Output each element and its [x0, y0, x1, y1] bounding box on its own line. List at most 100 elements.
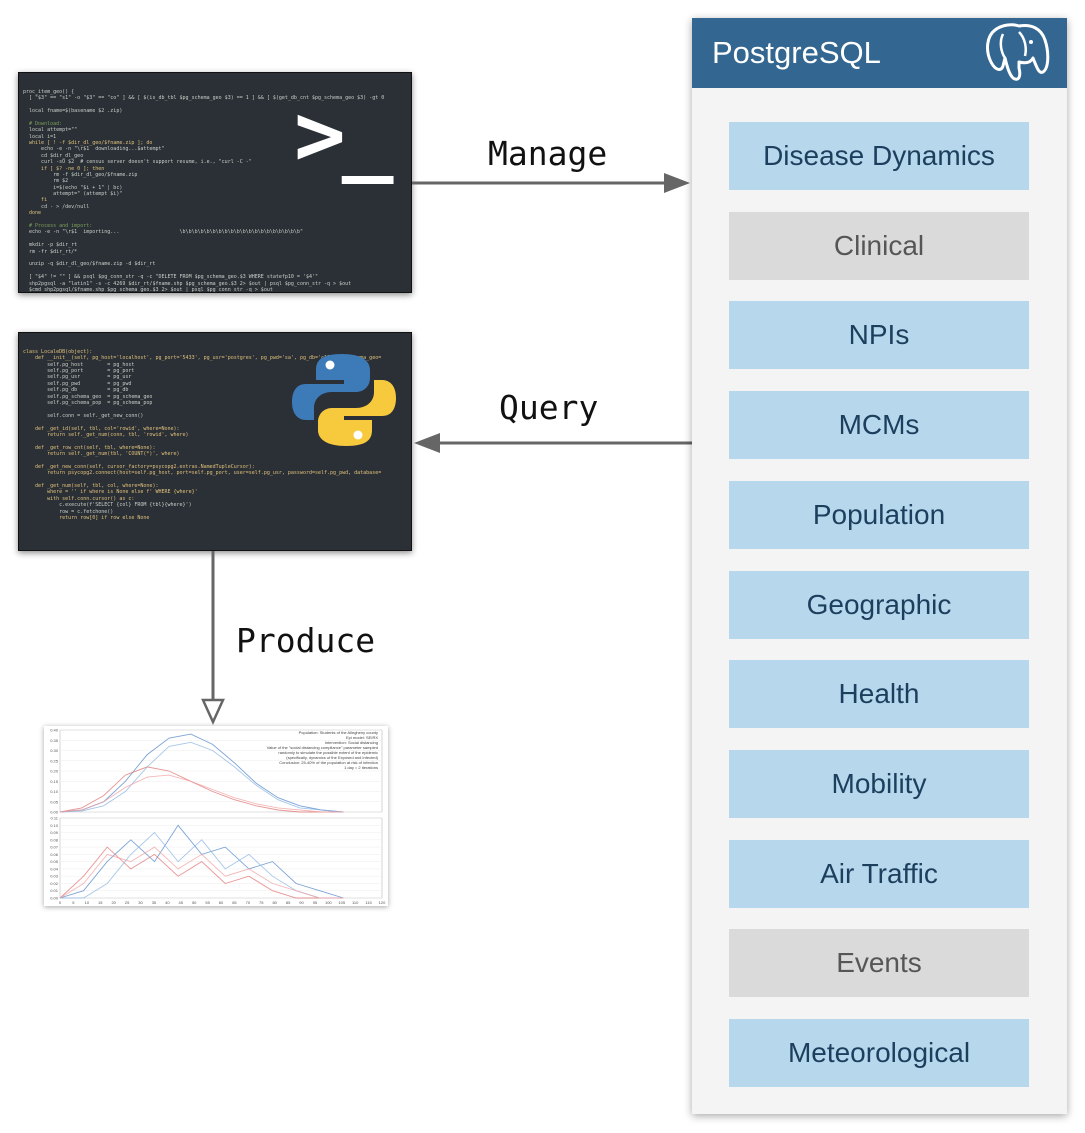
bash-code-line: [ "$3" == "s1" -o "$3" == "co" ] && [ $(… — [23, 95, 385, 102]
top_panel-y-tick: 0.30 — [50, 748, 59, 753]
bash-code-line: attempt=" (attempt $i)" — [23, 191, 123, 198]
python-logo-icon — [292, 354, 396, 446]
table-geographic: Geographic — [729, 570, 1029, 639]
python-code-line: class LocaleDB(object): — [23, 348, 93, 355]
bash-code-line: while [ ! -f $dir_dl_geo/$fname.zip ]; d… — [23, 139, 153, 146]
top_panel-series-line — [59, 766, 344, 813]
bottom_panel-x-tick: 110 — [352, 900, 359, 905]
python-code-line: return psycopg2.connect(host=self.pg_hos… — [23, 470, 382, 477]
python-code-line: self.pg_host = pg_host — [23, 361, 135, 368]
bottom_panel-x-tick: 100 — [325, 900, 332, 905]
bottom_panel-y-tick: 0.09 — [50, 830, 59, 835]
bash-code-line: cd $dir_dl_geo — [23, 152, 84, 159]
python-code-line: return self._get_num(conn, tbl, 'rowid',… — [23, 431, 189, 438]
bottom_panel-x-tick: 40 — [165, 900, 170, 905]
python-code-line: self.pg_port = pg_port — [23, 367, 135, 374]
bottom_panel-x-tick: 120 — [379, 900, 386, 905]
bottom_panel-x-tick: 5 — [72, 900, 75, 905]
python-code-line: self.pg_schema_pop = pg_schema_pop — [23, 399, 153, 406]
caption-line: Conclusion: 25-40% of the population at … — [279, 760, 378, 765]
bash-code-line: $cmd_shp2pgsql/$fname.shp $pg_schema_geo… — [23, 286, 273, 293]
python-code-line: return self._get_num(tbl, 'COUNT(*)', wh… — [23, 451, 180, 458]
top_panel-y-tick: 0.40 — [50, 728, 59, 733]
bash-code-line: done — [23, 210, 42, 217]
top_panel-y-tick: 0.05 — [50, 799, 59, 804]
table-npis: NPIs — [729, 301, 1029, 370]
terminal-prompt-icon: >_ — [294, 85, 394, 185]
python-code-line: self.pg_usr = pg_usr — [23, 374, 132, 381]
python-code-line: return row[0] if row else None — [23, 514, 150, 521]
table-mcms: MCMs — [729, 391, 1029, 460]
bottom_panel-series-line — [59, 846, 344, 899]
bash-code-line: [ "$4" != "" ] && psql $pg_conn_str -q -… — [23, 274, 319, 281]
bash-code-line: shp2pgsql -a "latin1" -s -c 4269 $dir_rt… — [23, 280, 352, 287]
table-health: Health — [729, 660, 1029, 729]
table-events: Events — [729, 929, 1029, 998]
caption-line: Population: Students of the Allegheny co… — [298, 730, 378, 735]
database-title: PostgreSQL — [712, 35, 881, 70]
bottom_panel-y-tick: 0.04 — [50, 866, 59, 871]
top_panel-series-line — [59, 733, 344, 813]
table-clinical: Clinical — [729, 211, 1029, 280]
bash-code-line: local attempt="" — [23, 127, 78, 134]
caption-line: Intervention: Social distancing — [324, 740, 378, 745]
bash-code-line: proc_item_geo() { — [23, 88, 75, 95]
python-code-line: self.pg_db = pg_db — [23, 387, 129, 394]
bottom_panel-x-tick: 70 — [246, 900, 251, 905]
top_panel-series-line — [59, 774, 344, 813]
bottom_panel-x-tick: 55 — [205, 900, 210, 905]
bash-code-line: rm -f $dir_dl_geo/$fname.zip — [23, 171, 138, 178]
bottom_panel-y-tick: 0.07 — [50, 845, 59, 850]
bottom_panel-frame — [59, 817, 383, 899]
produce-label: Produce — [236, 621, 376, 660]
bash-code-line: local i=1 — [23, 133, 57, 140]
bottom_panel-x-tick: 60 — [219, 900, 224, 905]
top_panel-y-tick: 0.25 — [50, 758, 59, 763]
caption-line: Epi model: SEIRX — [345, 735, 378, 740]
bottom_panel-x-tick: 15 — [98, 900, 103, 905]
bottom_panel-x-tick: 85 — [286, 900, 291, 905]
bash-code-line: if [ $? -ne 0 ]; then — [23, 165, 105, 172]
top_panel-y-tick: 0.35 — [50, 738, 59, 743]
bottom_panel-x-tick: 10 — [85, 900, 90, 905]
python-code-line: row = c.fetchone() — [23, 508, 114, 515]
python-code-line: self.pg_pwd = pg_pwd — [23, 380, 132, 387]
manage-arrow — [412, 173, 690, 193]
query-label: Query — [499, 388, 599, 427]
top_panel-y-tick: 0.10 — [50, 789, 59, 794]
database-header: PostgreSQL — [692, 18, 1067, 88]
bash-code-line: # Process and import: — [23, 223, 93, 230]
top_panel-y-tick: 0.20 — [50, 769, 59, 774]
bottom_panel-x-tick: 105 — [338, 900, 345, 905]
table-disease-dynamics: Disease Dynamics — [729, 122, 1029, 190]
caption-line: Value of the "social distancing complian… — [266, 745, 378, 750]
bottom_panel-x-tick: 20 — [111, 900, 116, 905]
caption-line: randomly to simulate the possible extent… — [278, 750, 378, 755]
python-code-line: self.pg_schema_geo = pg_schema_geo — [23, 393, 153, 400]
plot-caption: Population: Students of the Allegheny co… — [267, 730, 378, 770]
python-code-line: self.conn = self._get_new_conn() — [23, 412, 144, 419]
table-air-traffic: Air Traffic — [729, 839, 1029, 908]
bash-code-line: mkdir -p $dir_rt — [23, 242, 78, 249]
bottom_panel-x-tick: 45 — [179, 900, 184, 905]
simulation-chart: 0.400.350.300.250.200.150.100.050.000.11… — [50, 728, 386, 906]
bottom_panel-x-tick: 25 — [125, 900, 130, 905]
bash-code-line: # Download: — [23, 120, 63, 127]
bottom_panel-series-line — [59, 846, 344, 899]
bottom_panel-x-tick: 35 — [152, 900, 157, 905]
bottom_panel-y-tick: 0.10 — [50, 823, 59, 828]
bottom_panel-x-tick: 65 — [232, 900, 237, 905]
bottom_panel-x-tick: 115 — [365, 900, 372, 905]
bash-code-line: curl -sO $2 # census server doesn't supp… — [23, 159, 252, 166]
table-meteorological: Meteorological — [729, 1019, 1029, 1087]
bottom_panel-y-tick: 0.01 — [50, 888, 59, 893]
bottom_panel-x-tick: 80 — [272, 900, 277, 905]
manage-label: Manage — [488, 134, 608, 173]
postgresql-elephant-icon — [986, 23, 1050, 81]
table-mobility: Mobility — [729, 749, 1029, 818]
python-code-line: with self.conn.cursor() as c: — [23, 495, 135, 502]
top_panel-y-tick: 0.15 — [50, 779, 59, 784]
